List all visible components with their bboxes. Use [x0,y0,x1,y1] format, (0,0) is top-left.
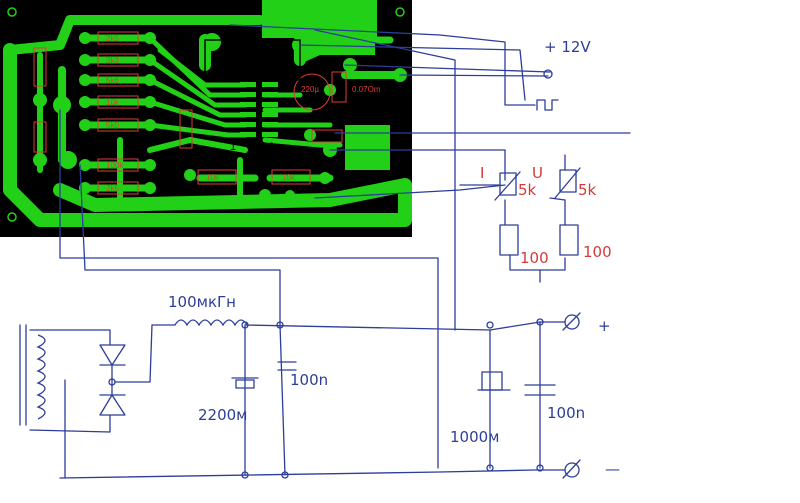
output-minus-label: — [605,460,620,478]
cap-100n-label-b: 100n [547,404,585,422]
component-values: 2k5 3k3 5k6 10k 5k0 100k 2k5 10k 10k [106,34,296,193]
inductor-label: 100мкГн [168,293,236,311]
svg-text:3k3: 3k3 [106,56,119,65]
svg-text:2k5: 2k5 [106,34,119,43]
svg-text:100k: 100k [106,161,124,170]
res-007-label: 0.07Om [352,85,381,94]
svg-text:5k0: 5k0 [106,121,119,130]
current-label-I: I [480,164,484,182]
junctions [108,69,553,479]
svg-text:10k: 10k [206,173,220,182]
transformer-coil [36,334,46,420]
mounting-holes [7,7,405,223]
voltage-label-U: U [532,164,543,182]
output-plus-label: + [598,317,611,335]
pcb-silkscreen [33,31,347,195]
svg-text:10k: 10k [106,98,120,107]
svg-text:10k: 10k [282,173,296,182]
pcb-output-pad [345,125,390,170]
cap-220-label: 220µ [301,85,319,94]
resistor-5k-U: 5k [578,181,597,199]
inductor [174,319,248,327]
pin16-label: 16 [262,141,274,153]
plus-12v-label: + 12V [544,38,591,56]
ic-outline [204,39,301,81]
cap-100n-label-a: 100n [290,371,328,389]
cap-2200-label: 2200м [198,406,248,424]
svg-text:5k6: 5k6 [106,76,119,85]
ic-pins [240,82,278,137]
schematic-wires [19,24,631,479]
pcb-drain-pad [305,30,375,55]
svg-text:2k5: 2k5 [106,184,119,193]
cap-1000-label: 1000м [450,428,500,446]
resistor-100-I: 100 [520,249,549,267]
pin1-label: 1 [230,141,236,153]
resistor-100-U: 100 [583,243,612,261]
resistor-5k-I: 5k [518,181,537,199]
ic-label: 594 [230,58,252,73]
